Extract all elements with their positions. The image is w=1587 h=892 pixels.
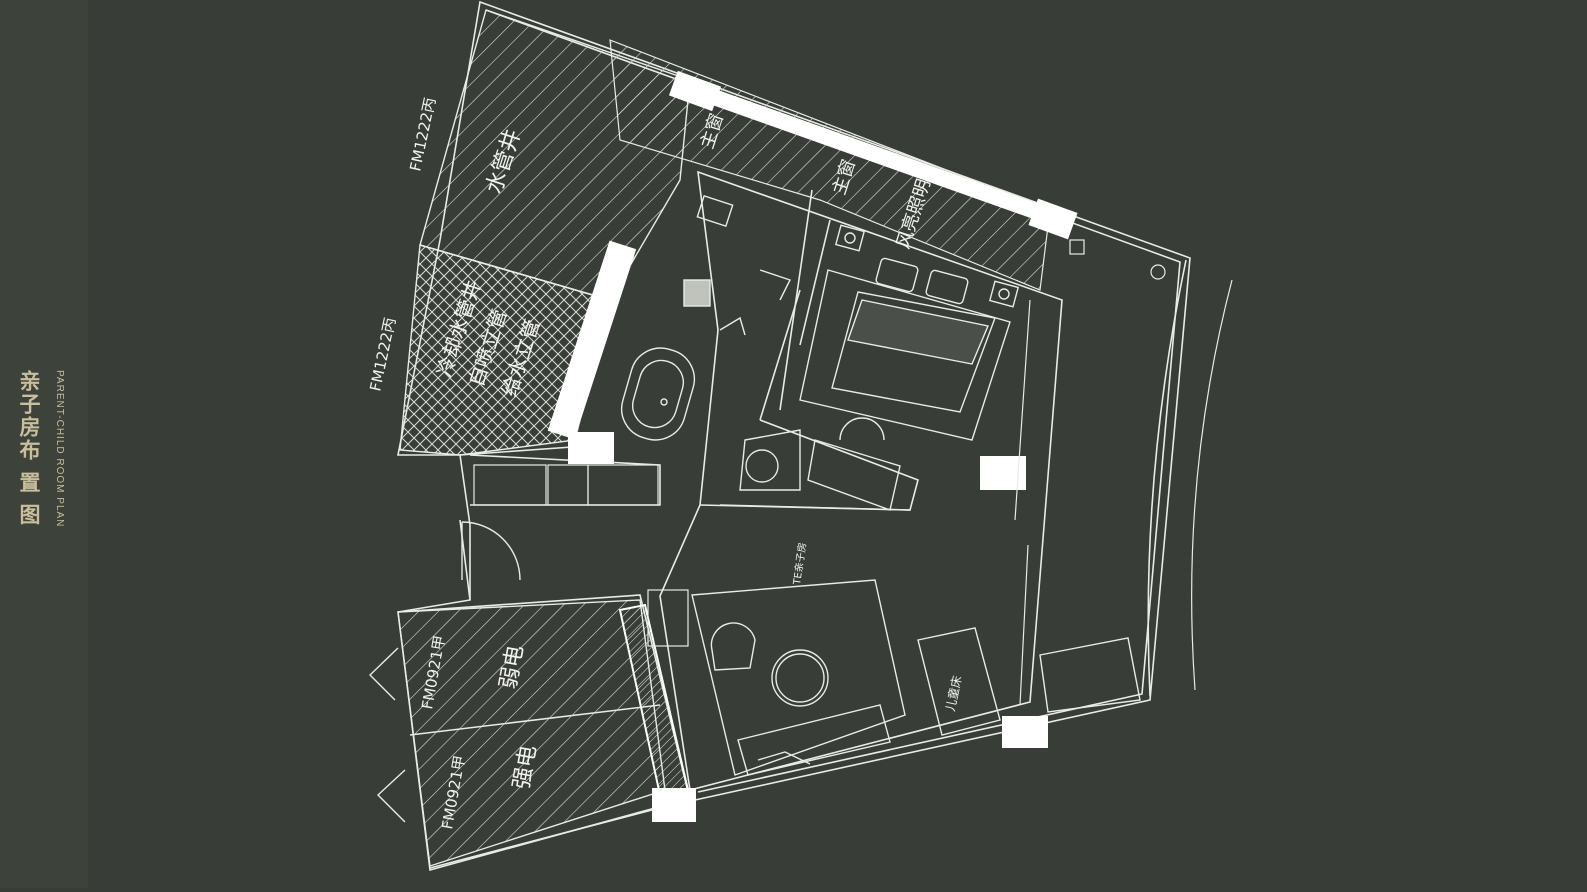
label-kids-bed: 儿童床 [942, 674, 964, 712]
curtain-detail [1014, 239, 1166, 706]
living-area [369, 504, 1141, 823]
column-3 [568, 432, 614, 464]
title-chinese: 亲子房布 置 图 [17, 370, 41, 527]
bathroom-fixtures [683, 195, 901, 511]
cabinet-row [473, 464, 689, 647]
window-strip [677, 77, 1063, 228]
label-fm1222-mid-text: FM1222丙 [366, 316, 399, 393]
column-strip [547, 240, 637, 440]
column-2 [1028, 198, 1078, 240]
page-title: 亲子房布 置 图 PARENT-CHILD ROOM PLAN [14, 370, 248, 527]
title-english: PARENT-CHILD ROOM PLAN [54, 370, 65, 528]
bed [799, 224, 1020, 441]
column-1 [668, 70, 722, 112]
wall-strip [618, 603, 690, 797]
label-entry: TE亲子房 [790, 542, 809, 587]
column-5 [1002, 716, 1048, 748]
sidebar-panel [0, 0, 88, 888]
label-fm1222-top: FM1222丙 [406, 96, 439, 173]
bathtub [620, 347, 696, 441]
